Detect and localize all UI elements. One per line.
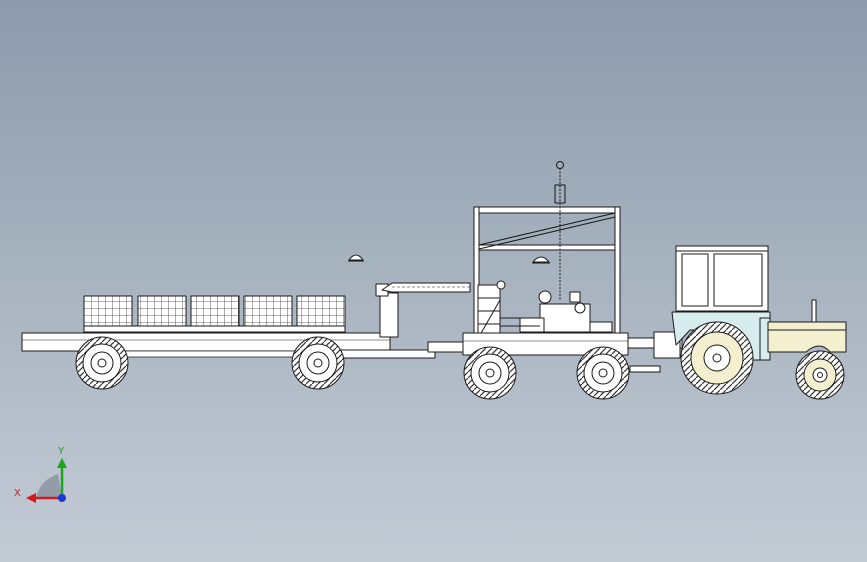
rear-trailer-wheel-left <box>75 336 129 390</box>
trailer-front-post <box>379 292 399 338</box>
tractor-front-wheel <box>795 350 845 400</box>
tractor-cab <box>675 245 769 312</box>
trailer-drawbar <box>339 349 436 359</box>
rear-trailer[interactable] <box>21 283 467 390</box>
machine-engine <box>500 290 613 333</box>
rear-trailer-wheel-right <box>291 336 345 390</box>
tractor-rear-wheel <box>680 321 754 395</box>
crate-stack <box>83 295 346 333</box>
axis-y-label: Y <box>57 446 65 457</box>
conveyor-arm <box>381 282 471 293</box>
harvest-machine-cart[interactable] <box>462 161 683 400</box>
machine-frame <box>473 161 621 335</box>
machine-wheel-right <box>576 346 630 400</box>
machine-wheel-left <box>463 346 517 400</box>
axis-x-label: X <box>14 488 21 499</box>
orientation-triad-icon: Y X <box>14 446 67 503</box>
lamp-middle <box>532 256 550 264</box>
machine-ladder <box>477 280 506 336</box>
tractor-hood <box>767 299 847 353</box>
tractor[interactable] <box>671 245 847 400</box>
lamp-left <box>348 254 364 262</box>
